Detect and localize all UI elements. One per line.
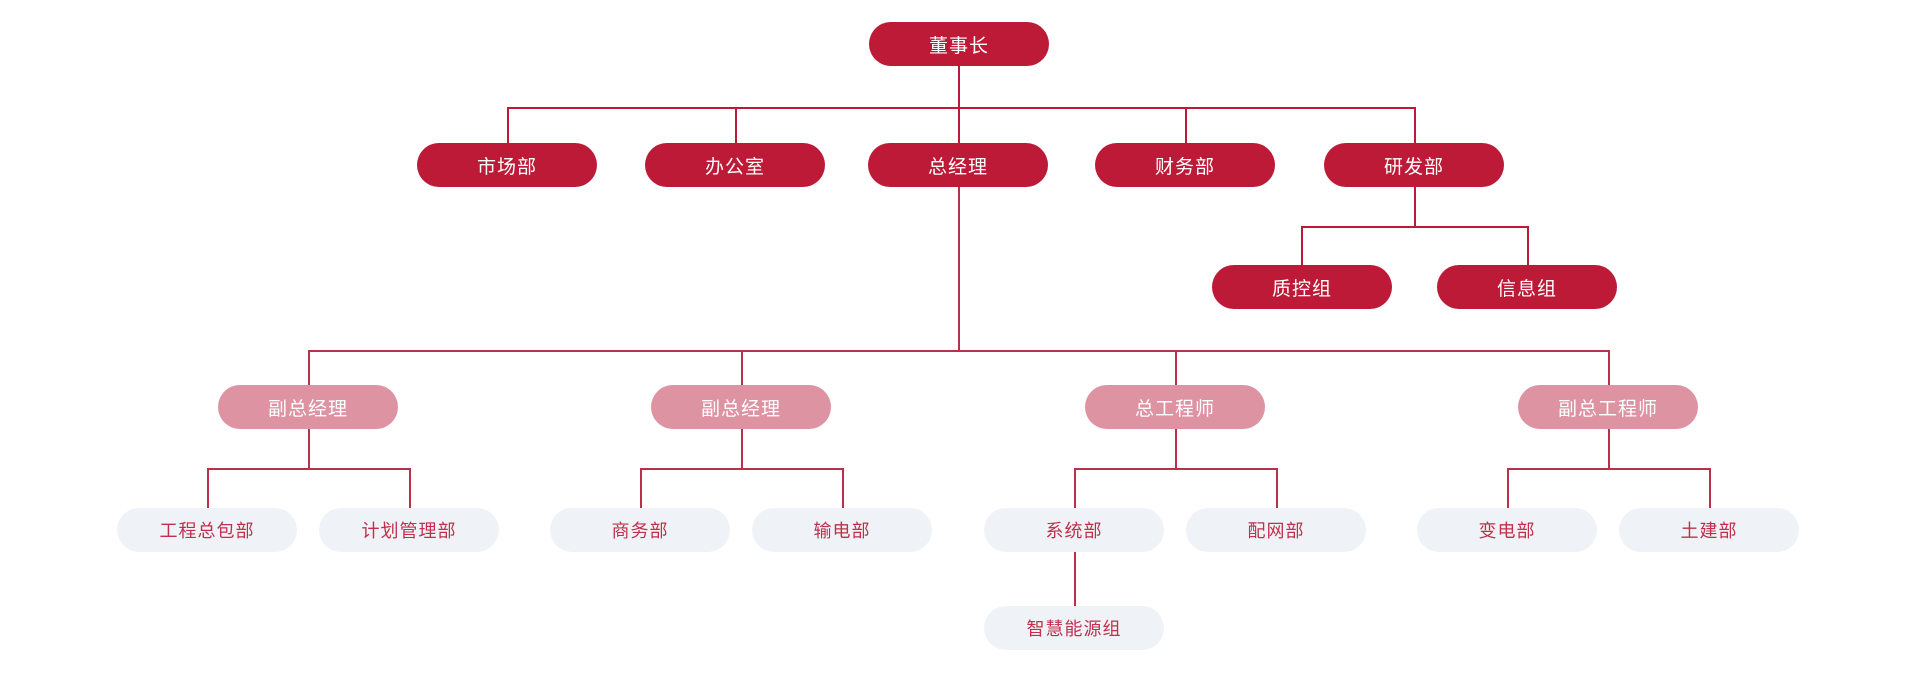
node-deputy-gm-1-label: 副总经理: [267, 398, 348, 420]
node-transmission-dept-label: 输电部: [813, 521, 871, 541]
node-civil-dept-label: 土建部: [1680, 521, 1738, 541]
connector-deputy-gm-1-bus: [207, 468, 410, 470]
connector-drop-business-dept: [640, 468, 642, 509]
node-distribution-dept-label: 配网部: [1247, 521, 1305, 541]
node-rd-dept[interactable]: 研发部: [1324, 143, 1504, 187]
connector-drop-deputy-gm-1: [308, 350, 310, 411]
node-deputy-chief-engineer-label: 副总工程师: [1557, 398, 1658, 420]
connector-deputy-gm-1-stem: [308, 429, 310, 469]
connector-drop-transmission-dept: [842, 468, 844, 509]
node-system-dept-label: 系统部: [1045, 521, 1103, 541]
connector-deputy-gm-2-bus: [640, 468, 843, 470]
node-chief-engineer[interactable]: 总工程师: [1085, 385, 1265, 429]
connector-deputy-chief-engineer-stem: [1608, 429, 1610, 469]
node-business-dept-label: 商务部: [611, 521, 669, 541]
connector-drop-epc-dept: [207, 468, 209, 509]
node-planning-dept-label: 计划管理部: [361, 521, 457, 541]
connector-drop-info-group: [1527, 226, 1529, 266]
node-deputy-gm-2[interactable]: 副总经理: [651, 385, 831, 429]
node-chairman-label: 董事长: [928, 35, 989, 57]
connector-drop-rd: [1414, 107, 1416, 144]
connector-drop-planning-dept: [409, 468, 411, 509]
node-transmission-dept[interactable]: 输电部: [752, 508, 932, 552]
connector-drop-general-manager: [958, 107, 960, 144]
connector-gm-long-stem: [958, 187, 960, 351]
connector-drop-system-dept: [1074, 468, 1076, 509]
node-marketing-dept[interactable]: 市场部: [417, 143, 597, 187]
node-info-group[interactable]: 信息组: [1437, 265, 1617, 309]
connector-drop-deputy-chief-engineer: [1608, 350, 1610, 411]
node-business-dept[interactable]: 商务部: [550, 508, 730, 552]
node-rd-dept-label: 研发部: [1383, 156, 1444, 178]
connector-deputy-chief-engineer-bus: [1507, 468, 1710, 470]
connector-drop-chief-engineer: [1175, 350, 1177, 411]
node-info-group-label: 信息组: [1496, 278, 1557, 300]
node-general-manager[interactable]: 总经理: [868, 143, 1048, 187]
node-epc-dept-label: 工程总包部: [159, 521, 255, 541]
node-general-manager-label: 总经理: [927, 156, 988, 178]
node-qc-group-label: 质控组: [1271, 278, 1332, 300]
node-smart-energy-group-label: 智慧能源组: [1026, 619, 1122, 639]
connector-level1-bus: [507, 107, 1415, 109]
connector-chief-engineer-stem: [1175, 429, 1177, 469]
node-smart-energy-group[interactable]: 智慧能源组: [984, 606, 1164, 650]
connector-drop-substation-dept: [1507, 468, 1509, 509]
connector-drop-qc-group: [1301, 226, 1303, 266]
connector-drop-civil-dept: [1709, 468, 1711, 509]
connector-deputies-bus: [308, 350, 1608, 352]
node-deputy-gm-1[interactable]: 副总经理: [218, 385, 398, 429]
connector-drop-deputy-gm-2: [741, 350, 743, 411]
node-deputy-gm-2-label: 副总经理: [700, 398, 781, 420]
node-finance-dept-label: 财务部: [1154, 156, 1215, 178]
node-civil-dept[interactable]: 土建部: [1619, 508, 1799, 552]
node-office-label: 办公室: [704, 156, 765, 178]
node-substation-dept-label: 变电部: [1478, 521, 1536, 541]
node-chief-engineer-label: 总工程师: [1134, 398, 1215, 420]
node-planning-dept[interactable]: 计划管理部: [319, 508, 499, 552]
node-qc-group[interactable]: 质控组: [1212, 265, 1392, 309]
connector-drop-office: [735, 107, 737, 144]
node-substation-dept[interactable]: 变电部: [1417, 508, 1597, 552]
node-finance-dept[interactable]: 财务部: [1095, 143, 1275, 187]
node-system-dept[interactable]: 系统部: [984, 508, 1164, 552]
node-deputy-chief-engineer[interactable]: 副总工程师: [1518, 385, 1698, 429]
node-chairman[interactable]: 董事长: [869, 22, 1049, 66]
connector-chief-engineer-bus: [1074, 468, 1277, 470]
connector-drop-distribution-dept: [1276, 468, 1278, 509]
node-office[interactable]: 办公室: [645, 143, 825, 187]
node-marketing-dept-label: 市场部: [476, 156, 537, 178]
node-epc-dept[interactable]: 工程总包部: [117, 508, 297, 552]
connector-system-dept-stem: [1074, 552, 1076, 607]
connector-drop-marketing: [507, 107, 509, 144]
connector-drop-finance: [1185, 107, 1187, 144]
connector-deputy-gm-2-stem: [741, 429, 743, 469]
connector-rd-bus: [1301, 226, 1528, 228]
node-distribution-dept[interactable]: 配网部: [1186, 508, 1366, 552]
connector-chairman-stem: [958, 66, 960, 108]
connector-rd-stem: [1414, 187, 1416, 227]
